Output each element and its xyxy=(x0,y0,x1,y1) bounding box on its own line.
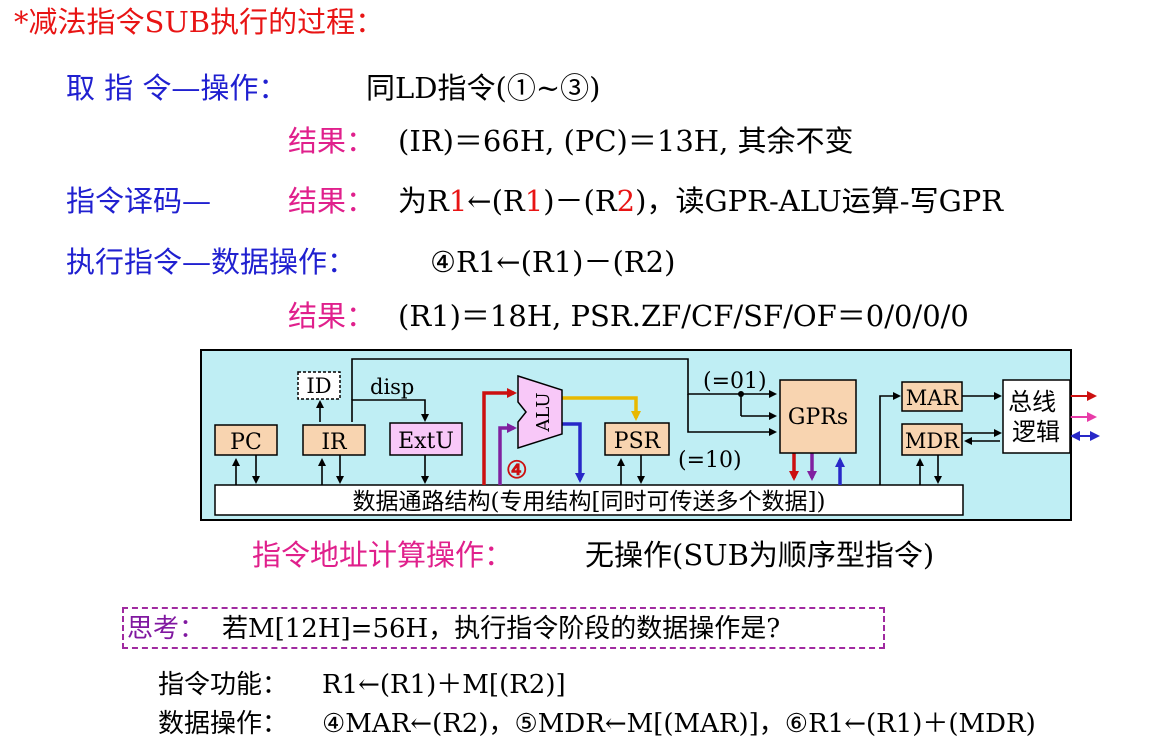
execute-result-label: 结果： xyxy=(288,299,376,333)
red-path xyxy=(482,388,517,485)
addr-content: 无操作(SUB为顺序型指令) xyxy=(585,538,935,572)
junction-dot xyxy=(738,391,744,397)
ir-label: IR xyxy=(321,430,348,455)
yellow-path xyxy=(562,396,641,421)
decode-part: )－(R xyxy=(543,184,617,218)
fetch-content: 同LD指令(①~③) xyxy=(366,71,601,105)
pc-label: PC xyxy=(230,430,262,455)
disp-label: disp xyxy=(370,375,414,399)
gprs-label: GPRs xyxy=(788,405,848,430)
execute-label: 执行指令—数据操作： xyxy=(66,245,357,279)
decode-part: 为R xyxy=(398,184,449,218)
decode-result-label: 结果： xyxy=(288,184,376,218)
think-content: 若M[12H]=56H，执行指令阶段的数据操作是? xyxy=(222,614,781,644)
decode-part: ←(R xyxy=(467,184,525,218)
fetch-result-label: 结果： xyxy=(288,124,376,158)
decode-reg-num: 1 xyxy=(448,184,468,218)
decode-part: )，读GPR-ALU运算-写GPR xyxy=(635,184,1004,218)
execute-content: ④R1←(R1)－(R2) xyxy=(430,245,676,279)
think-box xyxy=(122,607,885,649)
fetch-result-content: (IR)＝66H, (PC)＝13H, 其余不变 xyxy=(398,124,854,158)
sel10-label: (=10) xyxy=(678,448,742,473)
page-title: *减法指令SUB执行的过程： xyxy=(14,5,385,39)
sel01-label: (=01) xyxy=(703,369,767,394)
bus-logic: 总线 逻辑 xyxy=(1002,379,1071,454)
bus-logic-label: 总线 逻辑 xyxy=(1008,388,1064,446)
decode-reg-num: 2 xyxy=(616,184,636,218)
blue-path xyxy=(562,422,585,483)
fetch-label: 取 指 令—操作： xyxy=(66,71,288,105)
dataop-content: ④MAR←(R2)，⑤MDR←M[(MAR)]，⑥R1←(R1)＋(MDR) xyxy=(322,709,1036,739)
mar-register: MAR xyxy=(901,381,963,412)
purple-path xyxy=(498,423,517,485)
gprs-register-file: GPRs xyxy=(779,379,857,454)
extu-unit: ExtU xyxy=(389,422,463,456)
datapath-bus xyxy=(214,484,964,516)
pc-register: PC xyxy=(214,424,278,456)
function-content: R1←(R1)＋M[(R2)] xyxy=(322,670,566,700)
dataop-label: 数据操作： xyxy=(158,709,289,739)
alu-unit: ALU xyxy=(517,374,563,450)
id-decoder: ID xyxy=(297,371,341,400)
function-label: 指令功能： xyxy=(158,670,289,700)
id-label: ID xyxy=(306,374,331,398)
decode-result-content: 为R1←(R1)－(R2)，读GPR-ALU运算-写GPR xyxy=(398,187,1003,216)
addr-label: 指令地址计算操作： xyxy=(252,538,514,572)
mdr-label: MDR xyxy=(905,429,960,453)
psr-label: PSR xyxy=(614,429,662,454)
decode-reg-num: 1 xyxy=(524,184,544,218)
step-4-marker: ④ xyxy=(506,455,528,484)
extu-label: ExtU xyxy=(398,429,454,454)
execute-result-content: (R1)＝18H, PSR.ZF/CF/SF/OF＝0/0/0/0 xyxy=(398,299,969,333)
psr-register: PSR xyxy=(604,422,670,456)
datapath-bus-label: 数据通路结构(专用结构[同时可传送多个数据]) xyxy=(353,489,826,515)
ir-register: IR xyxy=(302,424,366,456)
mar-label: MAR xyxy=(906,386,960,410)
decode-label: 指令译码— xyxy=(66,184,212,218)
think-label: 思考： xyxy=(127,614,206,644)
mdr-register: MDR xyxy=(901,423,963,456)
alu-label: ALU xyxy=(533,392,554,432)
